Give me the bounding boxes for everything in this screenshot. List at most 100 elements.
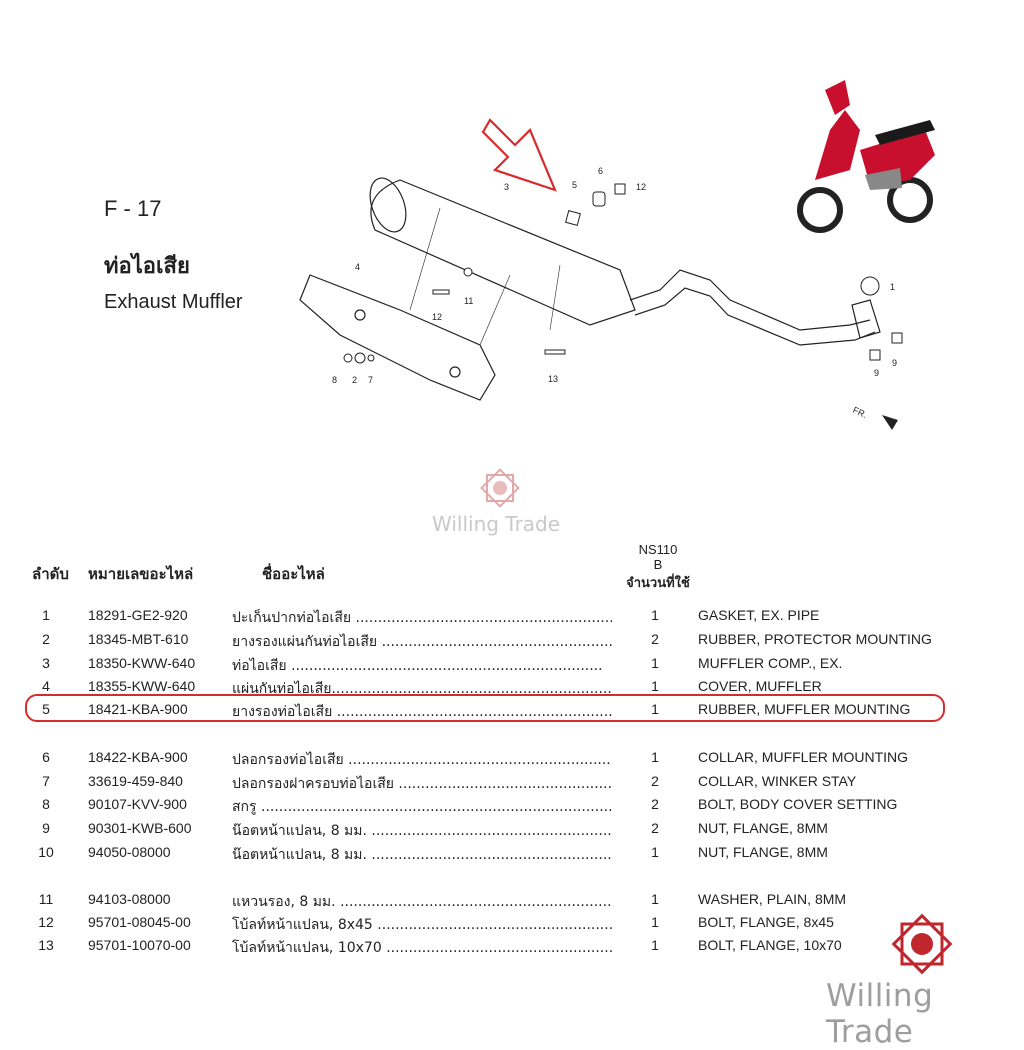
row-name-thai: น๊อตหน้าแปลน, 8 มม. ....................… bbox=[232, 823, 612, 839]
muffler-body bbox=[370, 179, 636, 326]
table-row-highlighted: 5 18421-KBA-900 ยางรองท่อไอเสีย ........… bbox=[0, 701, 1024, 723]
table-row: 7 33619-459-840 ปลอกรองฝาครอบท่อไอเสีย .… bbox=[0, 773, 1024, 795]
row-part-number: 95701-08045-00 bbox=[88, 914, 191, 930]
table-row: 2 18345-MBT-610 ยางรองแผ่นกันท่อไอเสีย .… bbox=[0, 631, 1024, 653]
callout-4: 4 bbox=[355, 262, 360, 272]
row-no: 1 bbox=[42, 607, 50, 623]
row-name-english: COLLAR, WINKER STAY bbox=[698, 773, 857, 789]
row-no: 8 bbox=[42, 796, 50, 812]
highlight-box bbox=[25, 694, 945, 722]
row-part-number: 18355-KWW-640 bbox=[88, 678, 196, 694]
row-part-number: 94103-08000 bbox=[88, 891, 171, 907]
figure-title-english: Exhaust Muffler bbox=[104, 291, 243, 313]
row-name-thai: ท่อไอเสีย ..............................… bbox=[232, 658, 603, 674]
table-row: 9 90301-KWB-600 น๊อตหน้าแปลน, 8 มม. ....… bbox=[0, 820, 1024, 842]
callout-9a: 9 bbox=[874, 368, 879, 378]
row-quantity: 1 bbox=[651, 678, 659, 694]
row-name-thai: โบ้ลท์หน้าแปลน, 8x45 ...................… bbox=[232, 917, 612, 933]
callout-13: 13 bbox=[548, 374, 558, 384]
row-name-english: GASKET, EX. PIPE bbox=[698, 607, 820, 623]
direction-arrow-icon bbox=[882, 415, 898, 430]
row-quantity: 1 bbox=[651, 607, 659, 623]
row-name-english: RUBBER, PROTECTOR MOUNTING bbox=[698, 631, 932, 647]
header-quantity: จำนวนที่ใช้ bbox=[626, 576, 690, 591]
row-part-number: 33619-459-840 bbox=[88, 773, 183, 789]
row-quantity: 2 bbox=[651, 796, 659, 812]
table-row: 11 94103-08000 แหวนรอง, 8 มม. ..........… bbox=[0, 891, 1024, 913]
header-model: NS110 B bbox=[618, 542, 698, 572]
figure-title-thai: ท่อไอเสีย bbox=[104, 254, 190, 279]
row-name-thai: ยางรองท่อไอเสีย ........................… bbox=[232, 704, 612, 720]
row-quantity: 1 bbox=[651, 701, 659, 717]
row-no: 2 bbox=[42, 631, 50, 647]
exhaust-muffler-diagram: FR. 3 4 5 6 12 11 12 13 8 2 7 1 9 9 bbox=[299, 118, 903, 430]
row-quantity: 1 bbox=[651, 844, 659, 860]
row-part-number: 90301-KWB-600 bbox=[88, 820, 192, 836]
row-name-english: MUFFLER COMP., EX. bbox=[698, 655, 843, 671]
row-no: 7 bbox=[42, 773, 50, 789]
row-quantity: 1 bbox=[651, 937, 659, 953]
row-quantity: 1 bbox=[651, 891, 659, 907]
row-quantity: 1 bbox=[651, 749, 659, 765]
row-name-english: COLLAR, MUFFLER MOUNTING bbox=[698, 749, 909, 765]
callout-7: 7 bbox=[368, 375, 373, 385]
row-name-english: BOLT, FLANGE, 10x70 bbox=[698, 937, 842, 953]
row-no: 9 bbox=[42, 820, 50, 836]
row-no: 6 bbox=[42, 749, 50, 765]
row-name-thai: แหวนรอง, 8 มม. .........................… bbox=[232, 894, 612, 910]
table-row: 13 95701-10070-00 โบ้ลท์หน้าแปลน, 10x70 … bbox=[0, 937, 1024, 959]
watermark-text-center: Willing Trade bbox=[432, 512, 561, 536]
callout-11: 11 bbox=[464, 296, 473, 306]
row-part-number: 18422-KBA-900 bbox=[88, 749, 188, 765]
row-part-number: 94050-08000 bbox=[88, 844, 171, 860]
row-quantity: 1 bbox=[651, 655, 659, 671]
callout-8: 8 bbox=[332, 375, 337, 385]
row-quantity: 2 bbox=[651, 773, 659, 789]
row-name-english: BOLT, FLANGE, 8x45 bbox=[698, 914, 834, 930]
exhaust-pipe bbox=[629, 269, 876, 346]
row-name-thai: น๊อตหน้าแปลน, 8 มม. ....................… bbox=[232, 847, 612, 863]
row-quantity: 2 bbox=[651, 820, 659, 836]
table-row: 6 18422-KBA-900 ปลอกรองท่อไอเสีย .......… bbox=[0, 749, 1024, 771]
callout-2: 2 bbox=[352, 375, 357, 385]
row-name-thai: ปลอกรองท่อไอเสีย .......................… bbox=[232, 752, 612, 768]
heat-protector bbox=[299, 274, 496, 401]
callout-12: 12 bbox=[432, 312, 442, 322]
row-part-number: 95701-10070-00 bbox=[88, 937, 191, 953]
row-name-thai: ยางรองแผ่นกันท่อไอเสีย .................… bbox=[232, 634, 612, 650]
watermark-logo-corner bbox=[891, 913, 953, 975]
row-no: 13 bbox=[38, 937, 54, 953]
watermark-text-corner: Willing Trade bbox=[826, 978, 934, 1050]
row-part-number: 18421-KBA-900 bbox=[88, 701, 188, 717]
callout-5: 5 bbox=[572, 180, 577, 190]
callout-1: 1 bbox=[890, 282, 895, 292]
table-row: 3 18350-KWW-640 ท่อไอเสีย ..............… bbox=[0, 655, 1024, 677]
row-name-english: WASHER, PLAIN, 8MM bbox=[698, 891, 847, 907]
table-row: 8 90107-KVV-900 สกรู ...................… bbox=[0, 796, 1024, 818]
row-quantity: 1 bbox=[651, 914, 659, 930]
row-part-number: 18345-MBT-610 bbox=[88, 631, 189, 647]
row-no: 12 bbox=[38, 914, 54, 930]
callout-6: 6 bbox=[598, 166, 603, 176]
row-name-english: BOLT, BODY COVER SETTING bbox=[698, 796, 898, 812]
watermark-logo-center bbox=[480, 468, 520, 508]
row-no: 3 bbox=[42, 655, 50, 671]
row-part-number: 18350-KWW-640 bbox=[88, 655, 196, 671]
row-name-english: NUT, FLANGE, 8MM bbox=[698, 844, 828, 860]
header-model-variant: B bbox=[653, 557, 663, 572]
row-name-thai: ปลอกรองฝาครอบท่อไอเสีย .................… bbox=[232, 776, 612, 792]
table-row: 12 95701-08045-00 โบ้ลท์หน้าแปลน, 8x45 .… bbox=[0, 914, 1024, 936]
muffler-end-cap bbox=[369, 177, 407, 233]
row-no: 11 bbox=[38, 891, 54, 907]
row-name-thai: สกรู ...................................… bbox=[232, 799, 612, 815]
row-name-english: COVER, MUFFLER bbox=[698, 678, 822, 694]
row-no: 5 bbox=[42, 701, 50, 717]
red-arrow-icon bbox=[481, 118, 557, 192]
row-name-english: NUT, FLANGE, 8MM bbox=[698, 820, 828, 836]
row-part-number: 90107-KVV-900 bbox=[88, 796, 187, 812]
row-part-number: 18291-GE2-920 bbox=[88, 607, 188, 623]
row-name-english: RUBBER, MUFFLER MOUNTING bbox=[698, 701, 911, 717]
callout-9b: 9 bbox=[892, 358, 897, 368]
direction-label: FR. bbox=[851, 405, 868, 420]
header-no: ลำดับ bbox=[32, 565, 69, 583]
